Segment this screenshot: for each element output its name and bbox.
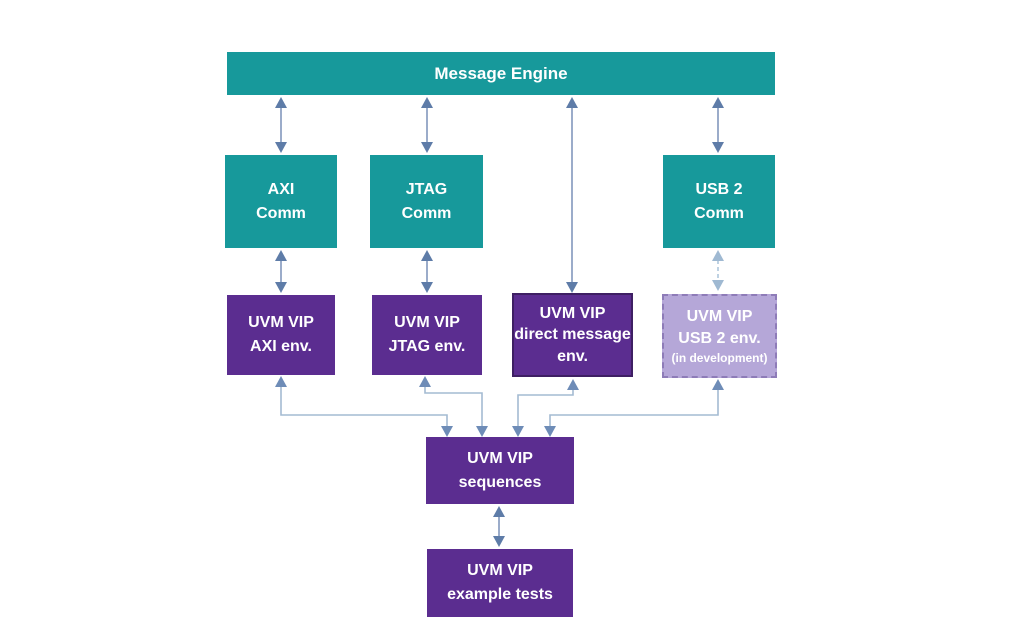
arrow-jtag-comm-jtag-env bbox=[421, 250, 433, 293]
usb-env-label-line2: USB 2 env. bbox=[678, 329, 761, 347]
uvm-vip-jtag-env-box: UVM VIP JTAG env. bbox=[372, 295, 482, 375]
uvm-vip-direct-message-env-box: UVM VIP direct message env. bbox=[512, 293, 633, 377]
arrow-usb-comm-usb-env-dashed bbox=[712, 250, 724, 291]
example-tests-label-line1: UVM VIP bbox=[467, 562, 533, 579]
direct-env-label-line1: UVM VIP bbox=[539, 304, 606, 322]
usb-comm-label-line2: Comm bbox=[694, 204, 744, 222]
arrow-direct-env-sequences bbox=[512, 379, 579, 437]
usb-env-label-line1: UVM VIP bbox=[686, 308, 753, 326]
jtag-comm-box: JTAG Comm bbox=[370, 155, 483, 248]
sequences-label-line1: UVM VIP bbox=[467, 449, 533, 467]
axi-comm-label-line2: Comm bbox=[256, 204, 306, 222]
axi-env-label-line2: AXI env. bbox=[250, 338, 312, 355]
message-engine-label: Message Engine bbox=[434, 63, 568, 83]
axi-env-label-line1: UVM VIP bbox=[248, 314, 314, 331]
uvm-vip-usb2-env-box: UVM VIP USB 2 env. (in development) bbox=[662, 294, 777, 378]
jtag-comm-label-line2: Comm bbox=[401, 204, 452, 222]
arrow-axi-comm-axi-env bbox=[275, 250, 287, 293]
arrow-message-engine-direct-env bbox=[566, 97, 578, 293]
axi-comm-label-line1: AXI bbox=[267, 180, 295, 198]
jtag-env-label-line1: UVM VIP bbox=[394, 314, 460, 331]
direct-env-label-line3: env. bbox=[557, 347, 588, 365]
usb-comm-box: USB 2 Comm bbox=[663, 155, 775, 248]
axi-comm-box: AXI Comm bbox=[225, 155, 337, 248]
jtag-env-label-line2: JTAG env. bbox=[388, 338, 466, 355]
uvm-vip-example-tests-box: UVM VIP example tests bbox=[427, 549, 573, 617]
jtag-comm-label-line1: JTAG bbox=[405, 180, 448, 198]
uvm-vip-axi-env-box: UVM VIP AXI env. bbox=[227, 295, 335, 375]
message-engine-box: Message Engine bbox=[227, 52, 775, 95]
usb-env-label-line3: (in development) bbox=[671, 350, 768, 365]
sequences-label-line2: sequences bbox=[458, 473, 542, 491]
direct-env-label-line2: direct message bbox=[514, 326, 631, 344]
usb-comm-label-line1: USB 2 bbox=[695, 180, 743, 198]
arrow-sequences-example-tests bbox=[493, 506, 505, 547]
example-tests-label-line2: example tests bbox=[447, 586, 553, 603]
arrow-message-engine-axi-comm bbox=[275, 97, 287, 153]
arrow-message-engine-jtag-comm bbox=[421, 97, 433, 153]
arrow-usb-env-sequences bbox=[544, 379, 724, 437]
arrow-jtag-env-sequences bbox=[419, 376, 488, 437]
arrow-axi-env-sequences bbox=[275, 376, 453, 437]
arrow-message-engine-usb-comm bbox=[712, 97, 724, 153]
uvm-vip-sequences-box: UVM VIP sequences bbox=[426, 437, 574, 504]
